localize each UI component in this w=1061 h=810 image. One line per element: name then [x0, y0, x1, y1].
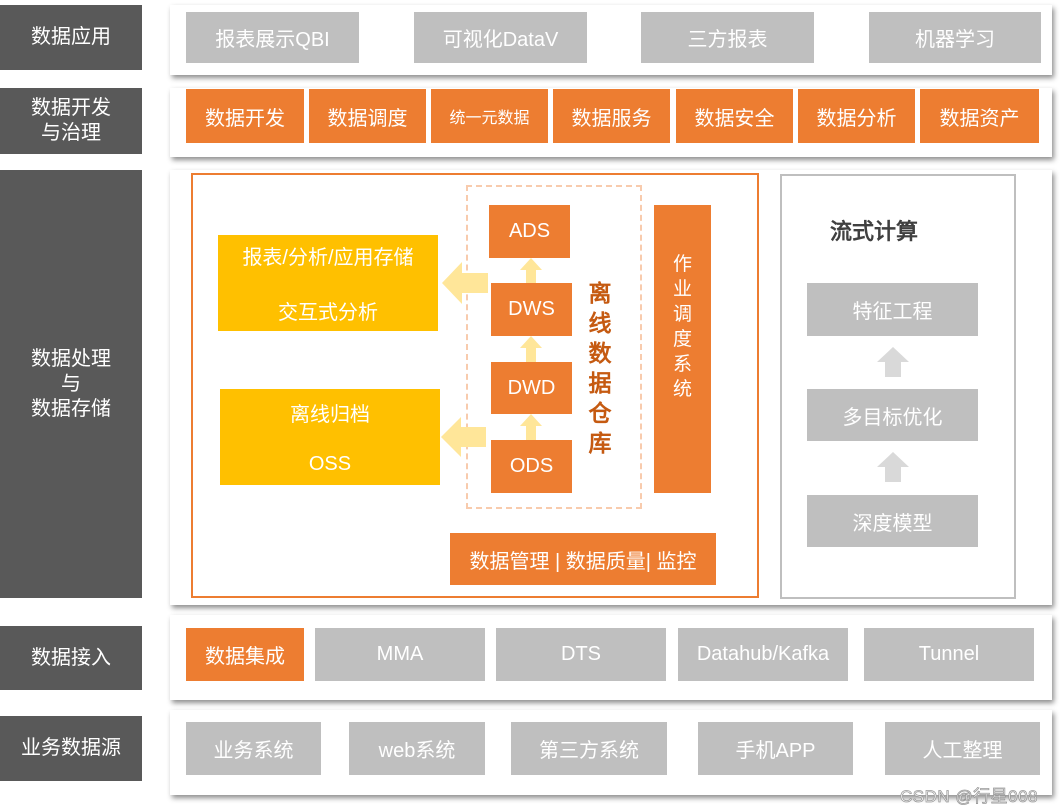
dev-item: 数据安全 — [676, 89, 793, 143]
source-item: 第三方系统 — [511, 722, 667, 775]
stream-item: 特征工程 — [807, 283, 978, 336]
report-storage-label: 报表/分析/应用存储 — [242, 247, 414, 269]
dev-item: 数据资产 — [920, 89, 1039, 143]
dev-item: 数据服务 — [553, 89, 670, 143]
archive-label: 离线归档 — [290, 404, 370, 426]
arrow-up-icon — [520, 258, 542, 284]
layer-dws: DWS — [491, 283, 572, 336]
layer-label-dev: 数据开发 与治理 — [0, 88, 142, 154]
ingest-item: Datahub/Kafka — [678, 628, 848, 681]
layer-ods: ODS — [491, 440, 572, 493]
ingest-item: MMA — [315, 628, 485, 681]
dev-item: 数据分析 — [798, 89, 915, 143]
arrow-up-icon — [877, 452, 909, 482]
layer-label-source: 业务数据源 — [0, 716, 142, 781]
layer-ads: ADS — [489, 205, 570, 258]
arrow-left-icon — [442, 262, 488, 304]
stream-title: 流式计算 — [830, 219, 919, 244]
arrow-up-icon — [520, 414, 542, 440]
ingest-item: 数据集成 — [186, 628, 304, 681]
source-item: 人工整理 — [885, 722, 1040, 775]
source-item: web系统 — [349, 722, 485, 775]
app-item: 报表展示QBI — [186, 12, 359, 63]
arrow-up-icon — [877, 347, 909, 377]
layer-label-application: 数据应用 — [0, 5, 142, 70]
offline-frame — [191, 173, 759, 598]
app-item: 三方报表 — [641, 12, 814, 63]
app-item: 可视化DataV — [414, 12, 587, 63]
scheduler-box: 作业调度系统 — [654, 205, 711, 493]
dev-item: 统一元数据 — [431, 89, 548, 143]
stream-item: 深度模型 — [807, 495, 978, 547]
ingest-item: DTS — [496, 628, 666, 681]
stream-item: 多目标优化 — [807, 389, 978, 441]
watermark: CSDN @行星008 — [900, 787, 1039, 807]
report-storage-box: 报表/分析/应用存储 交互式分析 — [218, 235, 438, 331]
arrow-up-icon — [520, 336, 542, 362]
oss-label: OSS — [308, 453, 352, 475]
source-item: 业务系统 — [186, 722, 321, 775]
governance-box: 数据管理 | 数据质量| 监控 — [450, 533, 716, 585]
layer-label-processing: 数据处理 与 数据存储 — [0, 170, 142, 598]
layer-dwd: DWD — [491, 362, 572, 414]
source-item: 手机APP — [698, 722, 853, 775]
warehouse-dashed-frame — [466, 185, 642, 509]
archive-box: 离线归档 OSS — [220, 389, 440, 485]
interactive-analysis-label: 交互式分析 — [278, 302, 378, 324]
dev-item: 数据调度 — [309, 89, 426, 143]
ingest-item: Tunnel — [864, 628, 1034, 681]
stream-frame — [780, 174, 1016, 599]
layer-label-ingest: 数据接入 — [0, 626, 142, 690]
warehouse-title: 离线数据仓库 — [588, 280, 612, 456]
arrow-left-icon — [441, 417, 486, 457]
dev-item: 数据开发 — [186, 89, 304, 143]
app-item: 机器学习 — [869, 12, 1041, 63]
